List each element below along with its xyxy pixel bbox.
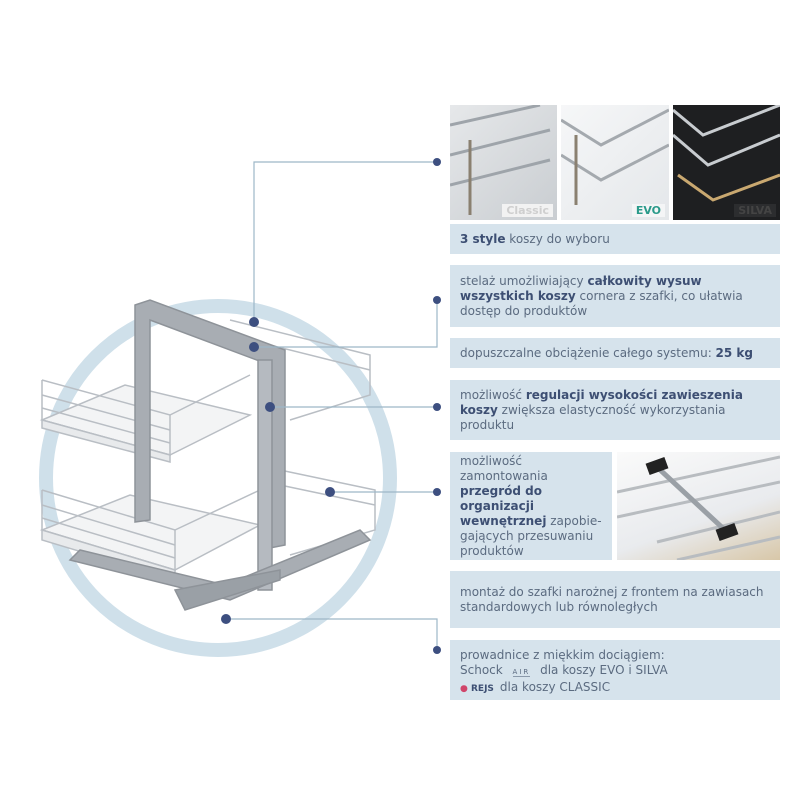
divider-photo	[617, 452, 780, 560]
style-silva-image[interactable]: SILVA	[673, 105, 780, 220]
connector-dots	[221, 158, 441, 654]
rejs-logo: ● REJS	[460, 684, 494, 694]
connector-lines	[226, 161, 438, 650]
wire-basket-icon	[561, 108, 669, 205]
decorative-ring	[39, 299, 397, 657]
feature-full-extension: stelaż umożliwiający całkowity wysuw wsz…	[450, 265, 780, 327]
slides-schock-line: Schock AIR dla koszy EVO i SILVA	[460, 663, 668, 677]
style-label-silva: SILVA	[734, 204, 776, 217]
feature-dividers: możliwość zamontowania przegród do organ…	[450, 452, 612, 560]
wire-basket-icon	[673, 105, 780, 202]
feature-load-capacity: dopuszczalne obciążenie całego systemu: …	[450, 338, 780, 368]
style-classic-image[interactable]: Classic	[450, 105, 557, 220]
schock-air-logo: AIR	[512, 668, 531, 677]
feature-height-adjustment: możliwość regulacji wysokości zawieszeni…	[450, 380, 780, 440]
feature-soft-close-slides: prowadnice z miękkim dociągiem: Schock A…	[450, 640, 780, 700]
divider-bar-icon	[617, 455, 780, 560]
wire-basket-icon	[450, 105, 551, 215]
corner-basket-product	[39, 299, 376, 611]
feature-mounting: montaż do szafki narożnej z frontem na z…	[450, 571, 780, 628]
style-label-classic: Classic	[502, 204, 553, 217]
style-label-evo: EVO	[631, 204, 665, 217]
feature-styles: 3 style koszy do wyboru	[450, 224, 780, 254]
style-evo-image[interactable]: EVO	[561, 105, 669, 220]
slides-heading: prowadnice z miękkim dociągiem:	[460, 648, 665, 662]
